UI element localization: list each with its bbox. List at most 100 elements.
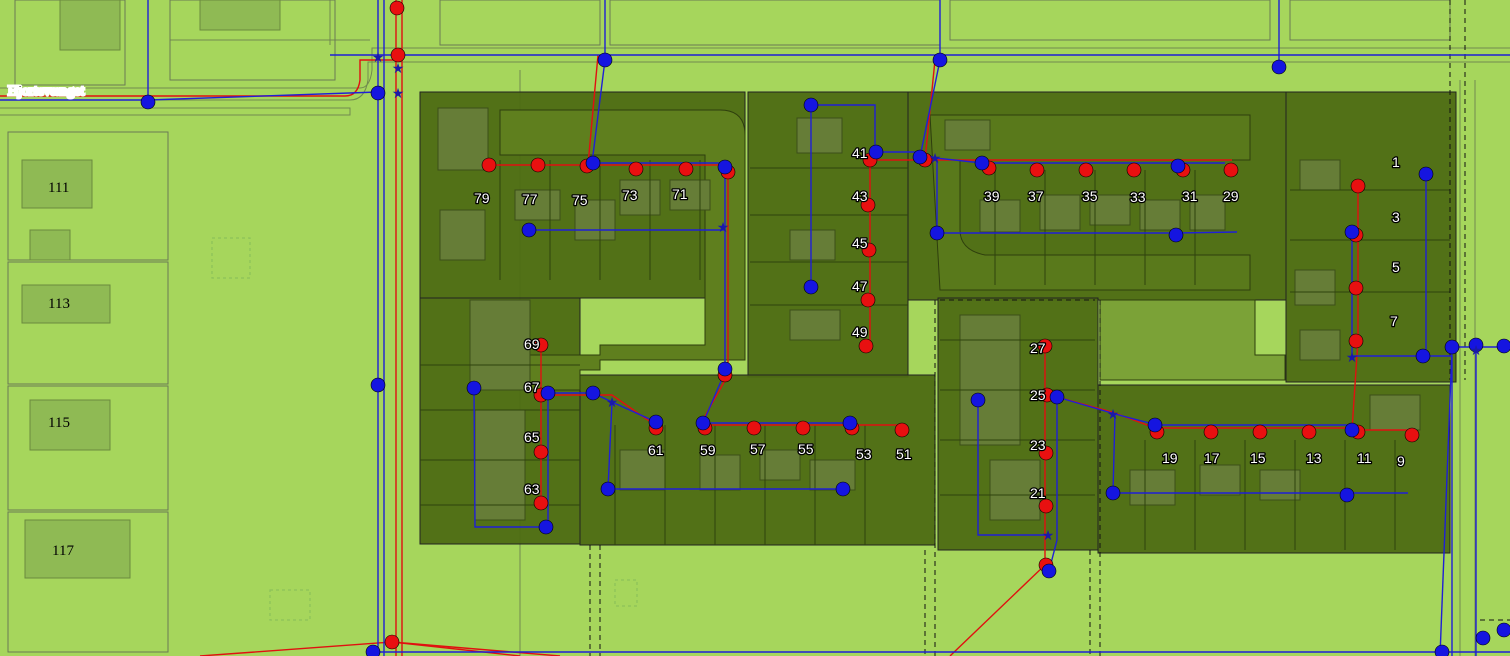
sewer-node[interactable] [1037, 338, 1053, 354]
water-node[interactable] [1415, 348, 1431, 364]
water-node[interactable] [597, 52, 613, 68]
water-node[interactable] [1049, 389, 1065, 405]
water-node[interactable] [585, 385, 601, 401]
water-node[interactable] [717, 159, 733, 175]
valve-star-icon: ★ [929, 151, 942, 167]
water-node[interactable] [140, 94, 156, 110]
plot-number-label: 75 [572, 192, 588, 208]
sewer-node[interactable] [530, 157, 546, 173]
sewer-node[interactable] [1350, 178, 1366, 194]
sewer-node[interactable] [746, 420, 762, 436]
sewer-node[interactable] [628, 161, 644, 177]
sewer-node[interactable] [1404, 427, 1420, 443]
plot-number-label: 77 [522, 191, 538, 207]
valve-star-icon: ★ [392, 86, 405, 102]
water-node[interactable] [1168, 227, 1184, 243]
plot-number-label: 1 [1392, 154, 1400, 170]
water-node[interactable] [1041, 563, 1057, 579]
sewer-node[interactable] [1029, 162, 1045, 178]
plot-number-label: 13 [1306, 450, 1322, 466]
sewer-node[interactable] [860, 292, 876, 308]
water-node[interactable] [695, 415, 711, 431]
plot-number-label: 17 [1204, 450, 1220, 466]
plot-number-label: 39 [984, 188, 1000, 204]
sewer-node[interactable] [1078, 162, 1094, 178]
sewer-node[interactable] [678, 161, 694, 177]
water-node[interactable] [1475, 630, 1491, 646]
sewer-node[interactable] [1301, 424, 1317, 440]
water-node[interactable] [538, 519, 554, 535]
sewer-node[interactable] [389, 0, 405, 16]
sewer-node[interactable] [894, 422, 910, 438]
sewer-node[interactable] [861, 242, 877, 258]
water-node[interactable] [1105, 485, 1121, 501]
house-number-115: 115 [48, 415, 70, 431]
plot-number-label: 27 [1030, 340, 1046, 356]
sewer-node[interactable] [1203, 424, 1219, 440]
water-node[interactable] [1444, 339, 1460, 355]
water-node[interactable] [585, 155, 601, 171]
water-node[interactable] [466, 380, 482, 396]
water-node[interactable] [912, 149, 928, 165]
sewer-node[interactable] [533, 337, 549, 353]
sewer-node[interactable] [1348, 280, 1364, 296]
water-node[interactable] [970, 392, 986, 408]
sewer-node[interactable] [1038, 445, 1054, 461]
water-node[interactable] [648, 414, 664, 430]
sewer-node[interactable] [481, 157, 497, 173]
plot-number-label: 71 [672, 186, 688, 202]
plot-number-label: 65 [524, 429, 540, 445]
plot-number-label: 11 [1357, 450, 1372, 466]
water-node[interactable] [370, 85, 386, 101]
plot-number-label: 25 [1030, 387, 1046, 403]
water-node[interactable] [803, 279, 819, 295]
water-node[interactable] [1147, 417, 1163, 433]
water-node[interactable] [1271, 59, 1287, 75]
water-node[interactable] [974, 155, 990, 171]
valve-markers: ★★★★★★★★★★ [372, 50, 1483, 544]
water-node[interactable] [1496, 622, 1510, 638]
sewer-node[interactable] [1223, 162, 1239, 178]
water-node[interactable] [842, 415, 858, 431]
water-node[interactable] [1468, 337, 1484, 353]
plot-number-label: 57 [750, 441, 766, 457]
water-node[interactable] [929, 225, 945, 241]
plot-number-label: 15 [1250, 450, 1266, 466]
sewer-node[interactable] [1126, 162, 1142, 178]
water-node[interactable] [540, 385, 556, 401]
sewer-node[interactable] [860, 197, 876, 213]
water-node[interactable] [868, 144, 884, 160]
water-node[interactable] [1418, 166, 1434, 182]
water-node[interactable] [932, 52, 948, 68]
sewer-node[interactable] [533, 444, 549, 460]
water-node[interactable] [370, 377, 386, 393]
sewer-node[interactable] [1038, 498, 1054, 514]
water-node[interactable] [803, 97, 819, 113]
sewer-node[interactable] [1348, 333, 1364, 349]
water-node[interactable] [1170, 158, 1186, 174]
sewer-node[interactable] [858, 338, 874, 354]
water-node[interactable] [835, 481, 851, 497]
water-node[interactable] [1344, 422, 1360, 438]
water-node[interactable] [1434, 644, 1450, 656]
lot-dividers [420, 160, 1450, 550]
plot-number-label: 47 [852, 278, 868, 294]
water-node[interactable] [1496, 338, 1510, 354]
water-node[interactable] [365, 644, 381, 656]
plot-number-label: 7 [1390, 313, 1398, 329]
water-node[interactable] [600, 481, 616, 497]
plot-number-label: 5 [1392, 259, 1400, 275]
sewer-node[interactable] [533, 495, 549, 511]
water-node[interactable] [1339, 487, 1355, 503]
plot-number-label: 19 [1162, 450, 1178, 466]
node-markers[interactable] [140, 0, 1510, 656]
water-node[interactable] [717, 361, 733, 377]
sewer-node[interactable] [1252, 424, 1268, 440]
sewer-node[interactable] [384, 634, 400, 650]
sewer-node[interactable] [795, 420, 811, 436]
water-node[interactable] [521, 222, 537, 238]
water-node[interactable] [1344, 224, 1360, 240]
sewer-node[interactable] [390, 47, 406, 63]
